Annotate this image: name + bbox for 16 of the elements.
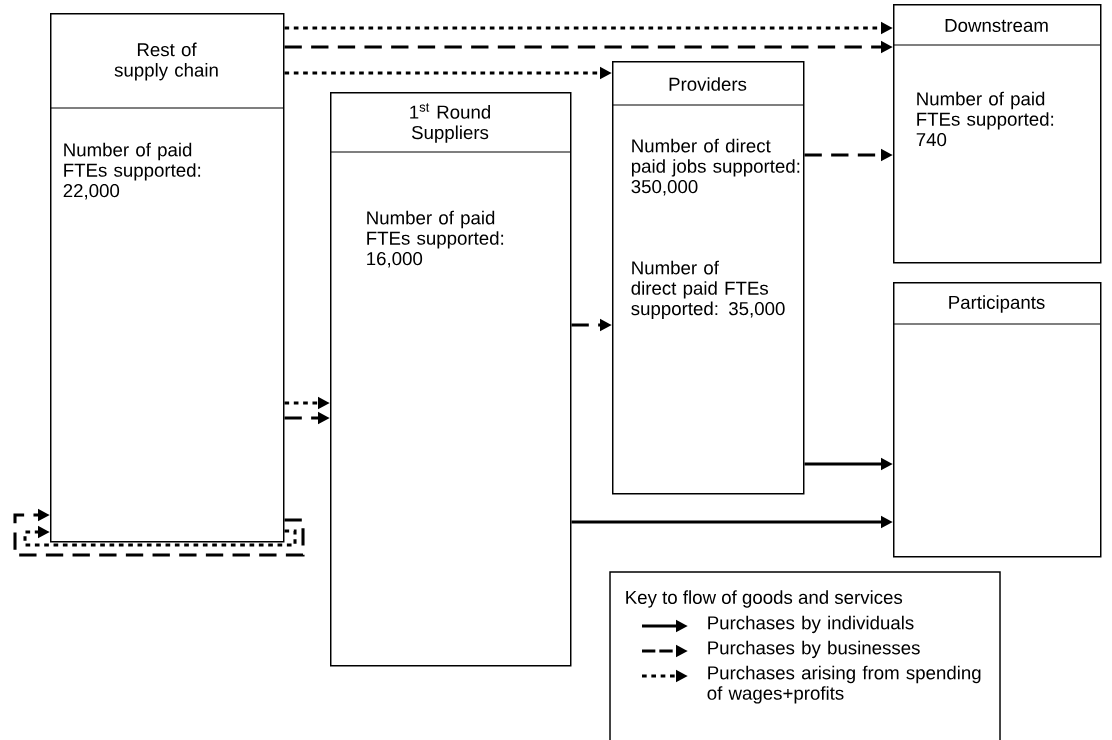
box-text: Number of paid FTEs supported: 22,000 (63, 142, 201, 200)
box-heading: Downstream (945, 19, 1048, 32)
legend-title: Key to flow of goods and services (626, 590, 903, 608)
arrow (23, 525, 297, 547)
legend-label: Purchases arising from spending of wages+profits (707, 665, 981, 704)
box-heading: Participants (949, 295, 1045, 313)
legend-label: Purchases by individuals (708, 615, 914, 634)
box-heading: Providers (669, 77, 747, 91)
legend-label: Purchases by businesses (708, 640, 920, 659)
box-heading: Rest of supply chain (114, 42, 218, 81)
box-text: Number of paid FTEs supported: 16,000 (367, 210, 504, 268)
box-text: Number of paid FTEs supported: 740 (916, 91, 1054, 147)
box-heading: 1$^{st}$ Round Suppliers (410, 103, 490, 143)
arrow (13, 508, 305, 557)
box-text: Number of direct paid FTEs supported: 35,000 (631, 260, 785, 319)
box-text: Number of direct paid jobs supported: 350,000 (631, 138, 800, 196)
